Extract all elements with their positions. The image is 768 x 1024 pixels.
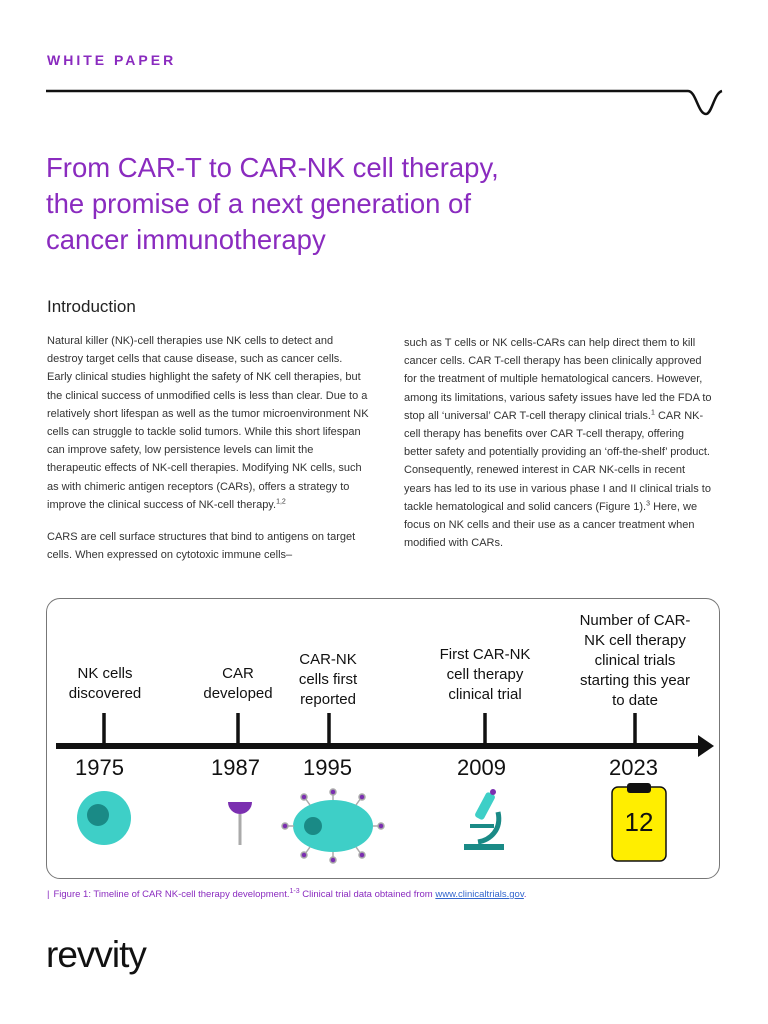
revvity-logo: revvity: [46, 935, 148, 975]
label-line: developed: [203, 685, 273, 702]
timeline-year-1975: 1975: [75, 755, 124, 780]
label-line: First CAR-NK: [439, 646, 531, 663]
timeline-axis: [56, 713, 714, 757]
timeline-year-1995: 1995: [303, 755, 352, 780]
page-title-line-3: cancer immunotherapy: [46, 224, 326, 255]
label-line: to date: [612, 692, 658, 709]
intro-column-right: such as T cells or NK cells-CARs can hel…: [404, 334, 714, 566]
label-line: discovered: [68, 685, 142, 702]
trial-count-value: 12: [624, 807, 654, 837]
brand-mark-icon: [687, 89, 723, 116]
timeline-event-label-2009: First CAR-NK cell therapy clinical trial: [425, 645, 545, 705]
timeline-event-label-1975: NK cells discovered: [55, 664, 155, 704]
timeline-event-label-2023: Number of CAR- NK cell therapy clinical …: [565, 611, 705, 711]
nk-cell-icon: [77, 791, 131, 845]
caption-end: .: [523, 889, 527, 900]
figure-caption: |Figure 1: Timeline of CAR NK-cell thera…: [47, 887, 527, 900]
caption-text: Figure 1: Timeline of CAR NK-cell therap…: [53, 889, 290, 900]
label-line: reported: [300, 691, 356, 708]
clinicaltrials-link[interactable]: www.clinicaltrials.gov: [435, 889, 524, 900]
label-line: clinical trial: [448, 686, 522, 703]
section-heading-introduction: Introduction: [47, 297, 136, 316]
microscope-icon: [464, 789, 504, 850]
label-line: NK cells: [77, 665, 133, 682]
intro-paragraph-3-text-b: CAR NK-cell therapy has benefits over CA…: [404, 409, 711, 513]
label-line: CAR-NK: [299, 651, 357, 668]
timeline-figure: [46, 598, 720, 879]
intro-column-left: Natural killer (NK)-cell therapies use N…: [47, 332, 369, 578]
timeline-year-2009: 2009: [457, 755, 506, 780]
label-line: cell therapy: [446, 666, 524, 683]
intro-paragraph-2: CARS are cell surface structures that bi…: [47, 531, 356, 562]
label-line: clinical trials: [594, 652, 676, 669]
car-nk-cell-icon: [281, 788, 385, 864]
citation-ref: 1,2: [276, 498, 286, 506]
intro-paragraph-3-text-c: Here, we focus on NK cells and their use…: [404, 500, 698, 550]
intro-paragraph-3: such as T cells or NK cells-CARs can hel…: [404, 334, 714, 552]
label-line: NK cell therapy: [584, 632, 686, 649]
document-type-label: WHITE PAPER: [47, 52, 177, 68]
intro-paragraph-3-text-a: such as T cells or NK cells-CARs can hel…: [404, 337, 712, 422]
intro-paragraph-1: Natural killer (NK)-cell therapies use N…: [47, 332, 369, 514]
timeline-event-label-1995: CAR-NK cells first reported: [278, 650, 378, 710]
timeline-event-label-1987: CAR developed: [188, 664, 288, 704]
caption-marker: |: [47, 889, 50, 900]
page-title-line-1: From CAR-T to CAR-NK cell therapy,: [46, 152, 499, 183]
page-title: From CAR-T to CAR-NK cell therapy, the p…: [46, 150, 666, 258]
timeline-year-2023: 2023: [609, 755, 658, 780]
timeline-year-1987: 1987: [211, 755, 260, 780]
intro-paragraph-1-text: Natural killer (NK)-cell therapies use N…: [47, 335, 369, 511]
label-line: cells first: [298, 671, 358, 688]
citation-ref: 3: [646, 500, 651, 508]
citation-ref: 1: [650, 409, 655, 417]
page-title-line-2: the promise of a next generation of: [46, 188, 471, 219]
header-rule: [46, 89, 723, 116]
counter-icon: [611, 783, 667, 862]
label-line: CAR: [222, 665, 254, 682]
caption-text-2: Clinical trial data obtained from: [299, 889, 436, 900]
label-line: Number of CAR-: [579, 612, 691, 629]
axis-arrow-icon: [698, 735, 714, 757]
logo-text: revvity: [46, 935, 147, 975]
citation-ref: 1-3: [289, 887, 300, 895]
car-receptor-icon: [228, 802, 252, 845]
label-line: starting this year: [579, 672, 691, 689]
